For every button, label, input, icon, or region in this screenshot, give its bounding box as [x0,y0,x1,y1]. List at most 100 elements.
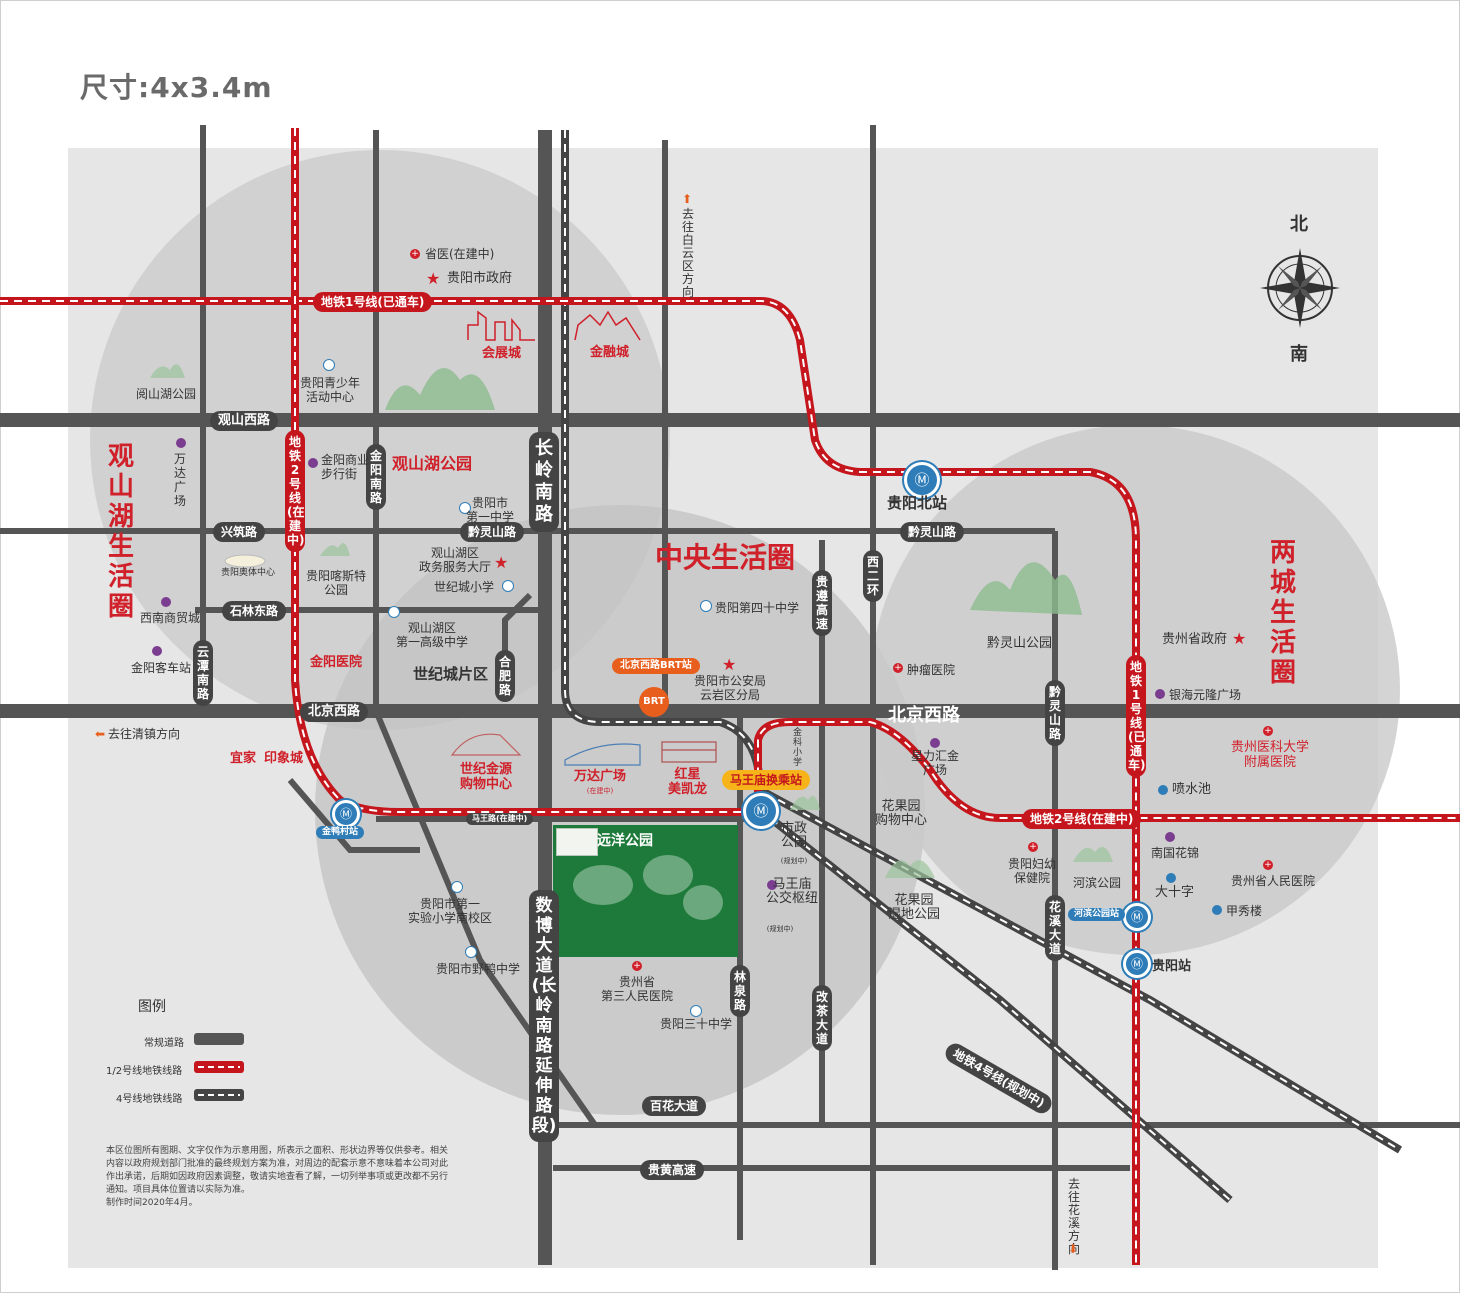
landmark-shiji-jinyuan: 世纪金源 购物中心 [460,762,513,792]
station-guiyang-north: 贵阳北站 [887,494,948,512]
disclaimer-note: 本区位图所有图期、文字仅作为示意用图，所表示之面积、形状边界等仅供参考。相关内容… [106,1146,449,1208]
poi-to-huaxi: 去往花溪方向 [1068,1177,1081,1256]
school-icon [459,502,471,514]
road-west-ring2: 西二环 [863,550,883,602]
poi-icon [1166,873,1176,883]
station-icon-mawangmiao: Ⓜ [743,793,779,829]
shijijinyuan-sketch [450,733,522,756]
station-brt-label: 北京西路BRT站 [612,658,700,674]
star-icon: ★ [494,553,509,572]
poi-mawangmiao-hub: 马王庙 公交枢纽 [765,877,819,906]
poi-police: 贵阳市公安局 云岩区分局 [693,674,767,702]
poi-no1-school: 贵阳市 第一中学 [465,496,515,524]
poi-jinyang-bus: 金阳客车站 [131,661,192,675]
road-shilin-east: 石林东路 [222,601,287,621]
yuanyang-park-block [553,825,738,957]
road-qianling-left: 黔灵山路 [460,522,525,542]
school-icon [700,600,712,612]
legend-regular: 常规道路 [144,1038,184,1049]
station-icon-guiyang-north: Ⓜ [904,462,940,498]
hospital-icon: + [893,663,903,673]
mall-icon [152,646,162,656]
landmark-wanda-note: (在建中) [586,787,614,795]
poi-medical-univ: 贵州医科大学 附属医院 [1231,740,1310,770]
metro-line1-top: 地铁1号线(已通车) [313,292,433,312]
poi-jinyang-street: 金阳商业 步行街 [321,453,370,481]
legend-line4: 4号线地铁线路 [116,1094,183,1105]
hospital-icon: + [1263,726,1273,736]
wanda-sketch [564,743,641,766]
legend-line12: 1/2号线地铁线路 [106,1066,183,1077]
liangcheng-circle-label: 两城 生活圈 [1269,538,1296,688]
poi-no40-school: 贵阳第四十中学 [715,601,800,615]
poi-city-gov: 贵阳市政府 [447,271,513,286]
station-jinya-village: 金鸭村站 [316,826,365,839]
landmark-yijia: 宜家 [230,751,257,766]
school-icon [465,946,477,958]
road-jinyang-south: 金阳南路 [366,444,386,510]
poi-provincial-hospital: 省医(在建中) [425,247,495,261]
poi-yinhai: 银海元隆广场 [1169,688,1242,702]
metro-line2-right: 地铁2号线(在建中) [1022,809,1142,829]
poi-no30-school: 贵阳三十中学 [660,1017,733,1031]
station-icon-guiyang: Ⓜ [1123,950,1151,978]
road-beijing-west-left: 北京西路 [300,702,369,722]
mall-icon [308,458,318,468]
poi-nanguo: 南国花锦 [1151,846,1200,860]
poi-provincial-people: 贵州省人民医院 [1231,874,1316,888]
mall-icon [161,597,171,607]
school-icon [388,606,400,618]
poi-yuelake-park: 阅山湖公园 [135,387,197,401]
guanshanhu-circle-label: 观山湖 生活圈 [107,442,134,622]
park-thumbnail [556,828,598,856]
mall-icon [1165,832,1175,842]
poi-dashizi: 大十字 [1155,885,1195,900]
hospital-icon: + [410,249,420,259]
poi-youth-center: 贵阳青少年 活动中心 [299,376,361,404]
poi-huaguoyuan-mall: 花果园 购物中心 [874,799,928,828]
metro-line12 [0,128,1460,1265]
road-baihua: 百花大道 [642,1096,707,1116]
hospital-icon: + [1028,842,1038,852]
poi-wanda-plaza: 万达 广场 [174,452,187,508]
metro-line1-right: 地铁1号线(已通车) [1126,655,1146,777]
mall-icon [176,438,186,448]
poi-xinan-mall: 西南商贸城 [140,611,201,625]
mountain-small [150,364,1113,878]
poi-huaguoyuan-wetland: 花果园 湿地公园 [887,893,941,922]
road-qianling-mtn: 黔灵山路 [1045,680,1065,746]
poi-experimental-school: 贵阳市第一 实验小学南校区 [407,897,493,925]
station-icon-hebin: Ⓜ [1123,903,1151,931]
landmark-wanda: 万达广场 [574,769,627,784]
poi-gov-hall: 观山湖区 政务服务大厅 [418,546,492,574]
station-mawangmiao: 马王庙换乘站 [722,770,811,790]
station-hebin-park: 河滨公园站 [1068,908,1126,921]
poi-third-hospital: 贵州省 第三人民医院 [600,975,674,1003]
legend-swatches [194,1033,244,1101]
road-guihuang: 贵黄高速 [640,1160,705,1180]
hongxing-sketch [661,741,717,763]
metro-line2-left: 地铁2号线(在建中) [285,430,305,552]
poi-hebin: 河滨公园 [1073,876,1122,890]
landmark-jinrong: 金融城 [590,345,630,360]
road-changling-south: 长岭南路 [529,432,559,532]
poi-province-gov: 贵州省政府 [1162,632,1228,647]
skyline-jinrong [574,310,641,341]
star-icon: ★ [722,655,737,674]
road-guizun: 贵遵高速 [812,570,832,636]
compass-rose [1260,248,1340,328]
hospital-icon: + [632,961,642,971]
star-icon: ★ [426,269,441,288]
landmark-hongxing: 红星 美凯龙 [668,767,708,797]
poi-xingli: 星力汇金 广场 [910,749,960,777]
brt-icon: BRT [639,687,669,717]
poi-qianling-park: 黔灵山公园 [987,636,1053,651]
landmark-huizhan: 会展城 [482,346,522,361]
poi-to-baiyun: 去往白云区方向 [682,207,695,299]
poi-icon [1158,785,1168,795]
arrow-up-icon: ⬆ [682,192,693,206]
mall-icon [930,738,940,748]
poi-jiaxiu: 甲秀楼 [1226,904,1263,918]
poi-shiji-school: 世纪城小学 [434,580,495,594]
compass-south: 南 [1290,344,1308,365]
